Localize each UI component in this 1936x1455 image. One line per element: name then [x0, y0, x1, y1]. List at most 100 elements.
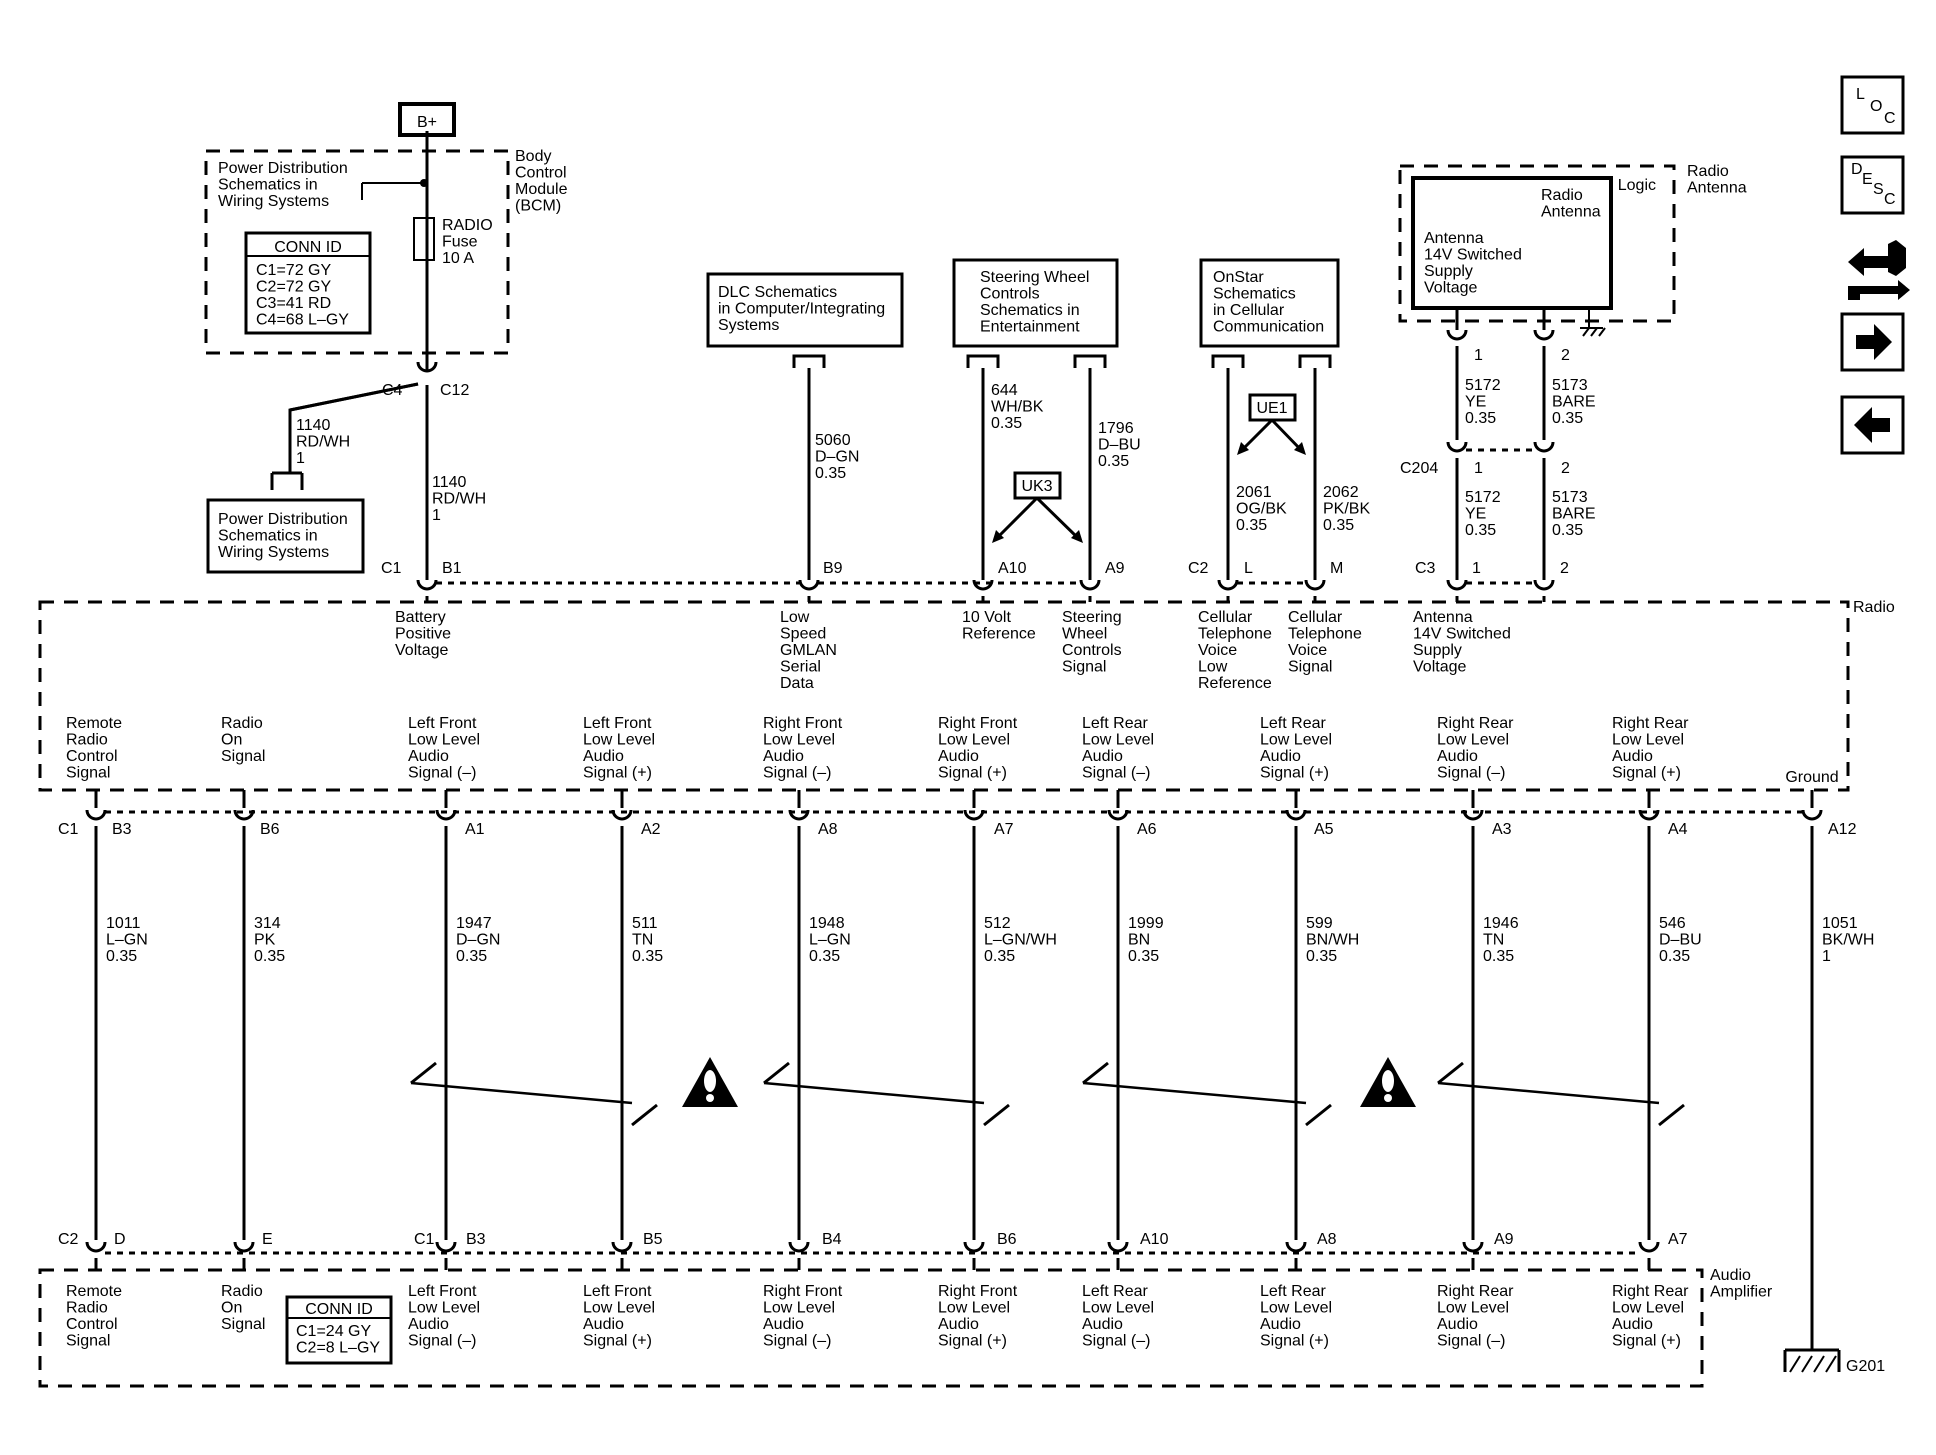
radio-bottom-pin-label: A12 [1828, 821, 1857, 838]
top-wire-label: 0.35 [815, 465, 846, 482]
amp-signal-label: Right Rear [1612, 1283, 1689, 1300]
bcm-title: Body [515, 148, 551, 165]
antenna-logic-box [1411, 176, 1613, 310]
radio-bottom-signal-label: Signal [66, 765, 110, 782]
twist-tick [631, 1103, 658, 1127]
ue1-option-label: UE1 [1256, 400, 1287, 417]
connector-swap-button[interactable] [1848, 240, 1910, 300]
amp-signal-label: Audio [408, 1316, 449, 1333]
amp-signal-label: Signal (–) [763, 1333, 831, 1350]
next-button[interactable] [1840, 312, 1905, 372]
amp-signal-label: Low Level [1260, 1300, 1332, 1317]
radio-amp-wire-label: 0.35 [106, 948, 137, 965]
radio-amp-wire-label: 546 [1659, 915, 1686, 932]
radio-amp-wire-label: 314 [254, 915, 281, 932]
antenna-wire-5172-b-label: 5172 [1465, 489, 1501, 506]
radio-bottom-signal-label: Control [66, 748, 118, 765]
onstar-stub-a [1211, 354, 1245, 368]
caution-icon [1360, 1057, 1416, 1107]
dlc-ref-label: in Computer/Integrating [718, 301, 885, 318]
radio-ground-label: Ground [1785, 769, 1838, 786]
desc-button[interactable]: D E S C [1840, 155, 1905, 215]
dlc-stub [792, 354, 826, 368]
pd-ref2-box [206, 498, 365, 574]
loc-button[interactable]: L O C [1840, 75, 1905, 135]
radio-amp-wire-label: L–GN/WH [984, 932, 1057, 949]
radio-outline [38, 600, 1850, 792]
radio-amp-wire-label: L–GN [809, 932, 851, 949]
radio-amp-wire-label: 1946 [1483, 915, 1519, 932]
wire-1140-main-label: RD/WH [432, 491, 486, 508]
radio-fuse-symbol [413, 217, 435, 261]
desc-letter-e: E [1862, 171, 1873, 188]
amp-terminal [788, 1241, 810, 1253]
amp-signal-label: Radio [66, 1300, 108, 1317]
conn-id-entry: C4=68 L–GY [256, 312, 349, 329]
radio-top-signal-label: Battery [395, 609, 446, 626]
ground-hatch [1825, 1355, 1837, 1373]
radio-bottom-terminal [1285, 809, 1307, 821]
steering-stub-a [966, 354, 1000, 368]
radio-bottom-signal-label: Signal (–) [1082, 765, 1150, 782]
top-wire-label: 5060 [815, 432, 851, 449]
bcm-power-distribution-ref: Power Distribution [218, 160, 348, 177]
top-wire-label: 2061 [1236, 484, 1272, 501]
radio-top-signal-label: Voltage [395, 642, 448, 659]
amp-signal-label: On [221, 1300, 242, 1317]
amp-signal-label: Low Level [1612, 1300, 1684, 1317]
antenna-wire-5173-label: 5173 [1552, 377, 1588, 394]
uk3-arrow [1035, 496, 1082, 542]
loc-letter-l: L [1856, 86, 1865, 103]
connector-swap-icon [1848, 240, 1910, 300]
amp-signal-label: Low Level [938, 1300, 1010, 1317]
radio-top-signal-label: Signal [1062, 659, 1106, 676]
top-wire-label: 1796 [1098, 420, 1134, 437]
desc-letter-d: D [1851, 161, 1863, 178]
top-wire-label: PK/BK [1323, 501, 1370, 518]
amp-pin-label: B5 [643, 1231, 663, 1248]
radio-amp-wire-label: 0.35 [254, 948, 285, 965]
radio-top-signal-label: Telephone [1288, 626, 1362, 643]
top-wire-label: 2062 [1323, 484, 1359, 501]
radio-bottom-signal-label: On [221, 732, 242, 749]
amp-conn-id-title: CONN ID [305, 1301, 373, 1318]
dlc-ref-box [706, 272, 904, 348]
amp-signal-label: Signal (–) [1437, 1333, 1505, 1350]
steering-ref-label: Schematics in [980, 302, 1080, 319]
ground-hatch [1789, 1355, 1801, 1373]
top-wire-label: 0.35 [991, 415, 1022, 432]
onstar-stub-b [1298, 354, 1332, 368]
amp-signal-label: Right Rear [1437, 1283, 1514, 1300]
radio-bottom-signal-label: Low Level [408, 732, 480, 749]
antenna-wire-5173-label: BARE [1552, 394, 1596, 411]
previous-button[interactable] [1840, 395, 1905, 455]
antenna-ground-tick [1598, 327, 1606, 337]
amp-pin-label: E [262, 1231, 273, 1248]
conn-id-entry: C2=72 GY [256, 279, 331, 296]
radio-bottom-signal-label: Audio [1437, 748, 1478, 765]
antenna-outline [1398, 164, 1676, 323]
radio-bottom-signal-label: Right Rear [1437, 715, 1514, 732]
amp-signal-label: Control [66, 1316, 118, 1333]
radio-connector-c3: C3 [1415, 560, 1436, 577]
radio-fuse-label: 10 A [442, 250, 474, 267]
radio-amp-wire-label: 1947 [456, 915, 492, 932]
amp-signal-label: Signal (+) [1260, 1333, 1329, 1350]
amp-signal-label: Audio [1260, 1316, 1301, 1333]
amp-terminal [611, 1241, 633, 1253]
amp-signal-label: Audio [938, 1316, 979, 1333]
amp-signal-label: Low Level [1437, 1300, 1509, 1317]
radio-amp-wire-label: 1011 [106, 915, 141, 932]
ground-g201-label: G201 [1846, 1358, 1885, 1375]
top-wire-label: 644 [991, 382, 1018, 399]
radio-bottom-pin-label: A2 [641, 821, 661, 838]
branch-wire-1140 [289, 382, 419, 412]
desc-letter-s: S [1873, 181, 1884, 198]
top-wire-label: 0.35 [1098, 453, 1129, 470]
radio-amp-wire-label: 1999 [1128, 915, 1164, 932]
radio-top-signal-label: Cellular [1198, 609, 1253, 626]
radio-top-pin-label: B1 [442, 560, 462, 577]
radio-bottom-signal-label: Signal (+) [938, 765, 1007, 782]
radio-top-signal-label: Reference [1198, 675, 1272, 692]
radio-top-terminal [1304, 579, 1326, 591]
